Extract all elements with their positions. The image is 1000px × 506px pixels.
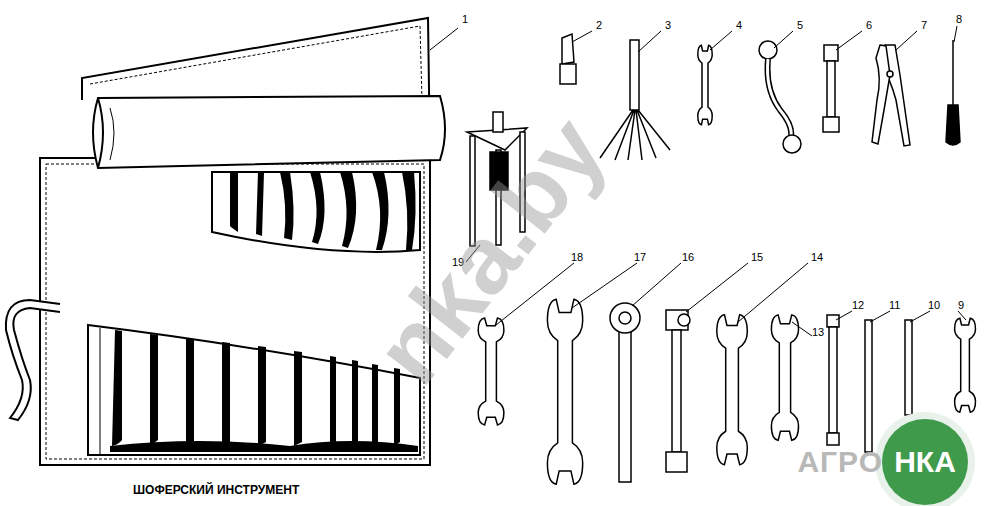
callout-number: 7 — [921, 20, 927, 31]
callout-number: 10 — [928, 300, 940, 311]
callout-number: 5 — [797, 20, 803, 31]
callout-number: 6 — [866, 20, 872, 31]
callout-number: 16 — [682, 252, 694, 263]
callout-number: 14 — [811, 252, 823, 263]
callout-number: 4 — [736, 20, 742, 31]
callout-number: 3 — [665, 20, 671, 31]
logo-text: НКА — [894, 447, 956, 477]
caption: ШОФЕРСКИЙ ИНСТРУМЕНТ — [133, 484, 299, 496]
callout-number: 9 — [958, 300, 964, 311]
callout-number: 18 — [571, 252, 583, 263]
callout-number: 12 — [852, 300, 864, 311]
callout-number: 17 — [634, 252, 646, 263]
callout-number: 8 — [956, 14, 962, 25]
callout-number: 2 — [596, 20, 602, 31]
callout-number: 13 — [812, 327, 824, 338]
callout-number: 1 — [462, 14, 468, 25]
logo-text: АГРО — [797, 447, 883, 477]
callout-number: 11 — [889, 300, 900, 311]
callout-number: 15 — [751, 252, 763, 263]
